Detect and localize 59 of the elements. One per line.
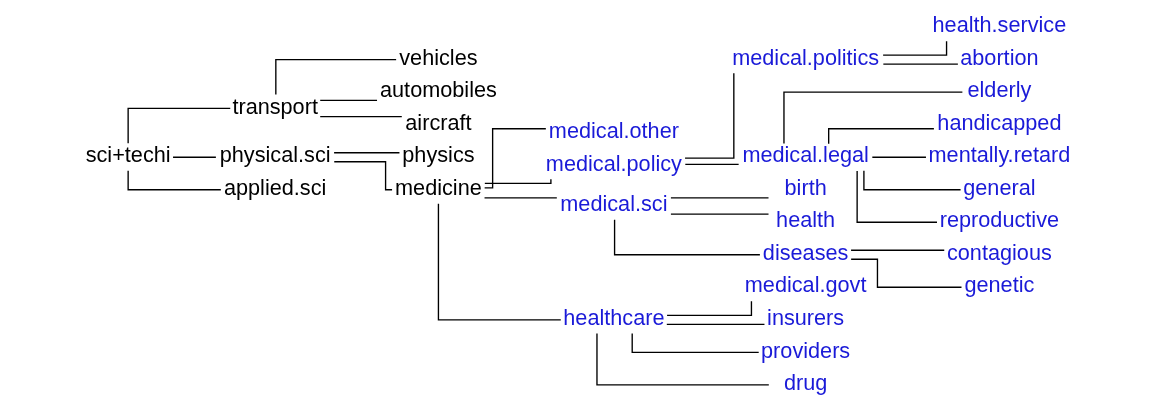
node-text: birth: [784, 174, 827, 200]
connector: [666, 300, 753, 316]
node-text: medicine: [395, 174, 482, 200]
connector: [684, 72, 735, 159]
connector: [882, 63, 959, 65]
node-text: reproductive: [939, 207, 1060, 233]
node-text: physics: [402, 142, 475, 168]
node-text: mentally.retard: [928, 142, 1071, 168]
node-text: health.service: [932, 12, 1067, 38]
node-text: providers: [761, 337, 851, 363]
node-text: medical.other: [548, 117, 679, 143]
node-text: medical.policy: [545, 150, 682, 176]
connector: [850, 258, 963, 288]
node-text: medical.legal: [742, 142, 869, 168]
connector: [670, 197, 770, 199]
connector: [333, 152, 401, 154]
node-text: general: [963, 174, 1036, 200]
node-text: sci+techi: [85, 142, 171, 168]
connector: [684, 163, 740, 166]
connector: [863, 170, 962, 191]
node-text: diseases: [762, 239, 849, 265]
connector: [631, 332, 760, 353]
node-text: medical.govt: [744, 272, 867, 298]
connector: [484, 178, 552, 185]
node-text: aircraft: [405, 109, 472, 135]
node-text: medical.sci: [560, 191, 668, 217]
node-text: vehicles: [399, 44, 478, 70]
connector: [613, 219, 761, 256]
node-text: handicapped: [937, 109, 1062, 135]
node-text: physical.sci: [219, 142, 331, 168]
node-text: drug: [783, 370, 828, 396]
connector: [670, 213, 770, 215]
connector: [437, 203, 562, 321]
connector: [783, 91, 964, 145]
connector: [666, 323, 766, 325]
node-text: contagious: [947, 239, 1052, 265]
node-text: health: [776, 207, 836, 233]
connector: [319, 115, 403, 118]
node-text: genetic: [964, 272, 1035, 298]
connector: [850, 249, 945, 251]
node-text: elderly: [967, 77, 1032, 103]
node-text: applied.sci: [223, 174, 327, 200]
connector: [483, 128, 547, 189]
connector: [127, 170, 222, 191]
node-text: abortion: [960, 44, 1039, 70]
connector: [127, 107, 231, 145]
connector: [882, 40, 948, 56]
node-text: transport: [232, 93, 318, 119]
connector: [596, 332, 770, 386]
connector: [871, 156, 927, 158]
node-text: insurers: [767, 304, 845, 330]
connector: [275, 59, 397, 96]
connector: [172, 156, 217, 158]
node-text: medical.politics: [732, 44, 880, 70]
node-text: automobiles: [380, 77, 497, 103]
connector: [856, 170, 938, 223]
connector: [319, 99, 378, 101]
connector: [483, 197, 558, 199]
node-text: healthcare: [563, 304, 665, 330]
